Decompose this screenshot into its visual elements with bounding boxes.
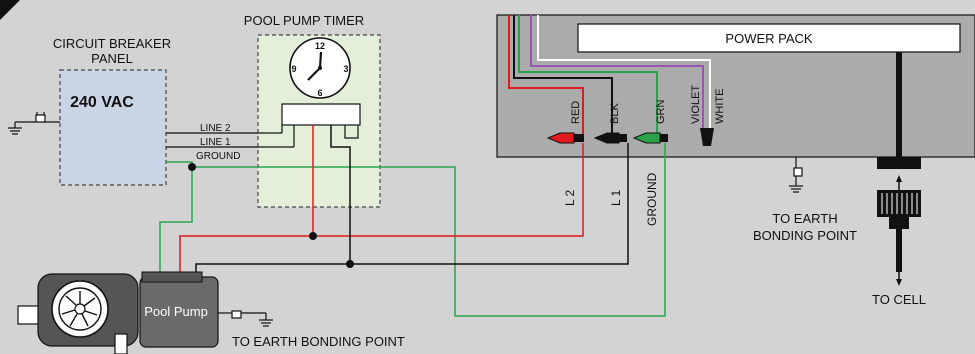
red-label: RED: [570, 101, 582, 124]
breaker-title-line1: CIRCUIT BREAKER: [53, 36, 171, 51]
clock-9: 9: [291, 64, 296, 74]
blk-label: BLK: [609, 103, 621, 124]
black-to-pump: [195, 263, 350, 277]
pump-earth-label: TO EARTH BONDING POINT: [232, 334, 405, 349]
breaker-panel: [59, 69, 167, 186]
earth-bonding-line2: BONDING POINT: [753, 228, 857, 243]
red-wire-internal: [508, 15, 584, 135]
cell-arrow-down-icon: [896, 279, 902, 286]
clock-3: 3: [343, 64, 348, 74]
timer-title: POOL PUMP TIMER: [244, 13, 364, 28]
clock-6: 6: [317, 88, 322, 98]
cell-arrow-up-icon: [896, 175, 902, 182]
grn-label: GRN: [655, 100, 667, 125]
line1-label: LINE 1: [200, 137, 231, 148]
violet-label: VIOLET: [690, 85, 702, 124]
black-junction: [346, 260, 354, 268]
red-to-pump: [179, 235, 313, 277]
earth-bonding-line1: TO EARTH: [772, 211, 837, 226]
timer-terminal-block: [281, 103, 361, 126]
timer-mid-line: [344, 125, 359, 139]
ground-wire-label: GROUND: [645, 172, 659, 226]
black-output-wire: [330, 125, 629, 265]
pump-earth-icon: [218, 310, 273, 327]
violet-white-plug-icon: [700, 128, 714, 146]
power-pack-label-box: [577, 23, 961, 53]
red-output-wire: [312, 125, 584, 237]
black-connector-icon: [593, 132, 627, 144]
clock-minute-hand: [307, 67, 321, 81]
violet-wire: [530, 15, 704, 128]
ground-wire-pump: [159, 167, 193, 277]
l1-label: L 1: [609, 189, 623, 206]
pack-earth-icon: [789, 157, 803, 193]
pool-pump-label: Pool Pump: [144, 304, 208, 319]
red-connector-icon: [546, 132, 584, 144]
breaker-earth-icon: [8, 112, 60, 135]
green-connector-icon: [632, 132, 668, 144]
white-wire: [537, 15, 711, 128]
corner-marker: [0, 0, 20, 20]
line2-label: LINE 2: [200, 123, 231, 134]
red-junction: [309, 232, 317, 240]
ground-junction: [188, 163, 196, 171]
breaker-voltage: 240 VAC: [70, 94, 134, 111]
pool-pump-icon: [17, 271, 219, 354]
ground-label: GROUND: [196, 151, 240, 162]
black-wire-internal: [513, 15, 613, 135]
l2-label: L 2: [563, 189, 577, 206]
power-pack-title: POWER PACK: [725, 31, 812, 46]
to-cell-label: TO CELL: [872, 292, 926, 307]
ground-wire-main: [166, 143, 666, 317]
clock-12: 12: [315, 41, 325, 51]
breaker-title-line2: PANEL: [91, 51, 133, 66]
cell-connector-icon: [877, 190, 921, 229]
green-wire-internal: [518, 15, 658, 135]
cell-cable-clamp: [877, 157, 921, 169]
white-label: WHITE: [714, 89, 726, 124]
clock-hour-hand: [318, 51, 323, 69]
